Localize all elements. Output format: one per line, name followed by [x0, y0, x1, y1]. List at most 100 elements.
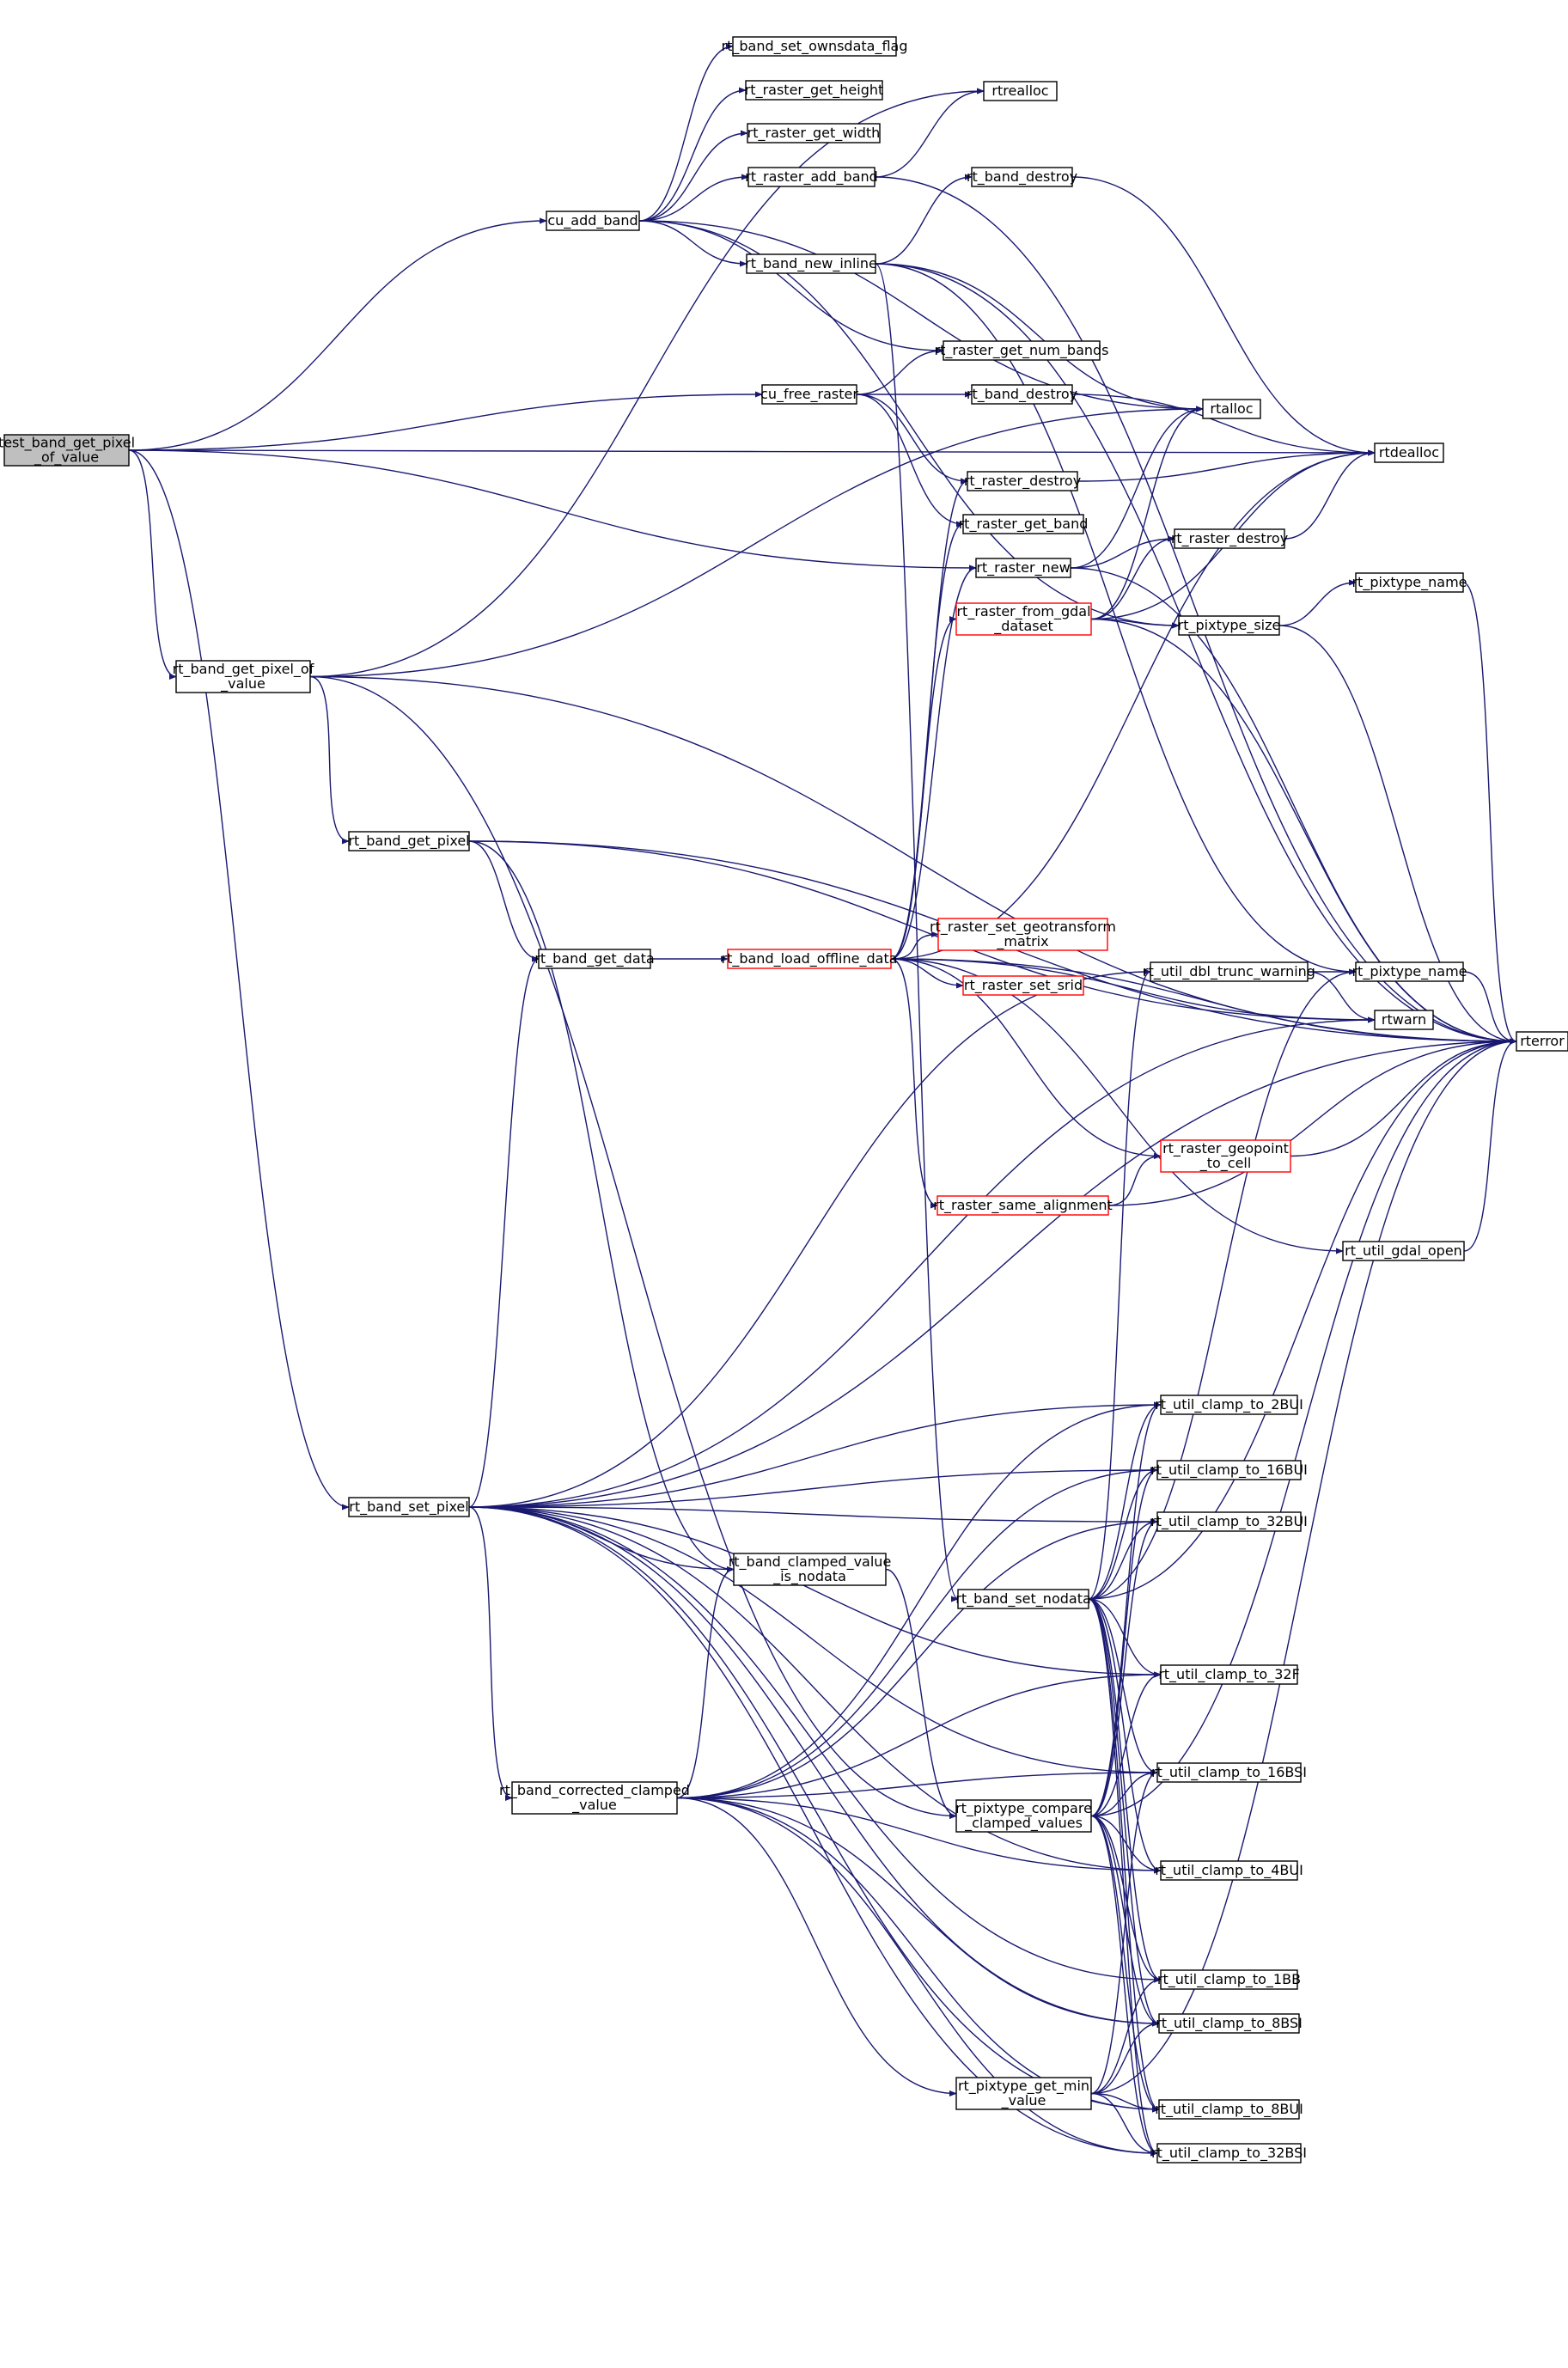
- node-box[interactable]: [1342, 1241, 1465, 1261]
- graph-node-test-band-get-pixel-of-value[interactable]: test_band_get_pixel_of_value: [0, 434, 135, 467]
- node-box[interactable]: [1178, 615, 1280, 636]
- node-box[interactable]: [733, 1553, 887, 1586]
- node-box[interactable]: [3, 434, 130, 467]
- graph-node-rt-util-clamp-to-16BSI[interactable]: rt_util_clamp_to_16BSI: [1151, 1762, 1307, 1783]
- graph-node-rt-util-dbl-trunc-warning[interactable]: rt_util_dbl_trunc_warning: [1143, 961, 1315, 982]
- node-box[interactable]: [511, 1781, 678, 1815]
- graph-node-rt-util-clamp-to-2BUI[interactable]: rt_util_clamp_to_2BUI: [1155, 1395, 1303, 1415]
- node-box[interactable]: [937, 1195, 1109, 1216]
- graph-node-rt-raster-add-band[interactable]: rt_raster_add_band: [745, 167, 878, 187]
- node-box[interactable]: [1374, 442, 1444, 463]
- node-box[interactable]: [175, 660, 311, 693]
- graph-node-rt-pixtype-get-min-value[interactable]: rt_pixtype_get_min_value: [955, 2077, 1092, 2110]
- graph-node-rt-util-clamp-to-32BUI[interactable]: rt_util_clamp_to_32BUI: [1150, 1511, 1308, 1532]
- node-box[interactable]: [727, 949, 892, 969]
- node-box[interactable]: [348, 1497, 470, 1517]
- node-box[interactable]: [1156, 1762, 1302, 1783]
- graph-node-rt-raster-get-num-bands[interactable]: rt_raster_get_num_bands: [935, 340, 1109, 361]
- node-box[interactable]: [937, 918, 1108, 951]
- node-box[interactable]: [1160, 1395, 1298, 1415]
- node-box[interactable]: [943, 340, 1101, 361]
- graph-node-rt-util-gdal-open[interactable]: rt_util_gdal_open: [1342, 1241, 1465, 1261]
- node-box[interactable]: [955, 1799, 1092, 1833]
- node-box[interactable]: [1516, 1031, 1568, 1052]
- node-box[interactable]: [1374, 1010, 1434, 1030]
- graph-node-rtrealloc[interactable]: rtrealloc: [983, 81, 1058, 101]
- graph-node-rt-band-load-offline-data[interactable]: rt_band_load_offline_data: [721, 949, 898, 969]
- node-box[interactable]: [962, 514, 1084, 534]
- node-box[interactable]: [957, 1589, 1089, 1609]
- node-box[interactable]: [955, 602, 1092, 636]
- node-box[interactable]: [1156, 1460, 1302, 1480]
- node-box[interactable]: [746, 253, 876, 274]
- node-box[interactable]: [1174, 528, 1285, 549]
- graph-node-rt-band-set-nodata[interactable]: rt_band_set_nodata: [955, 1589, 1091, 1609]
- node-box[interactable]: [1202, 399, 1261, 419]
- node-box[interactable]: [971, 384, 1073, 405]
- node-box[interactable]: [546, 211, 640, 231]
- graph-node-rt-util-clamp-to-1BB[interactable]: rt_util_clamp_to_1BB: [1157, 1969, 1301, 1990]
- graph-node-rterror[interactable]: rterror: [1516, 1031, 1568, 1052]
- graph-node-rt-raster-set-geotransform-matrix[interactable]: rt_raster_set_geotransform_matrix: [930, 918, 1116, 951]
- node-box[interactable]: [1160, 1969, 1298, 1990]
- node-box[interactable]: [1160, 1860, 1298, 1881]
- graph-node-rt-band-set-ownsdata-flag[interactable]: rt_band_set_ownsdata_flag: [722, 36, 908, 57]
- graph-node-rt-band-destroy-b[interactable]: rt_band_destroy: [967, 384, 1077, 405]
- node-box[interactable]: [962, 975, 1084, 996]
- graph-node-rt-raster-from-gdal-dataset[interactable]: rt_raster_from_gdal_dataset: [955, 602, 1092, 636]
- node-box[interactable]: [955, 2077, 1092, 2110]
- node-box[interactable]: [1160, 1664, 1298, 1685]
- graph-node-rt-pixtype-compare-clamped-values[interactable]: rt_pixtype_compare_clamped_values: [955, 1799, 1092, 1833]
- graph-node-rtwarn[interactable]: rtwarn: [1374, 1010, 1434, 1030]
- graph-node-rt-util-clamp-to-16BUI[interactable]: rt_util_clamp_to_16BUI: [1150, 1460, 1308, 1480]
- node-box[interactable]: [1355, 572, 1464, 593]
- graph-node-rt-band-set-pixel[interactable]: rt_band_set_pixel: [348, 1497, 470, 1517]
- graph-node-rtdealloc[interactable]: rtdealloc: [1374, 442, 1444, 463]
- graph-node-rt-pixtype-size[interactable]: rt_pixtype_size: [1178, 615, 1281, 636]
- node-box[interactable]: [747, 123, 881, 143]
- node-box[interactable]: [732, 36, 897, 57]
- node-box[interactable]: [747, 167, 876, 187]
- graph-node-rt-raster-destroy-a[interactable]: rt_raster_destroy: [964, 471, 1081, 491]
- graph-node-rt-band-new-inline[interactable]: rt_band_new_inline: [745, 253, 877, 274]
- graph-node-cu-add-band[interactable]: cu_add_band: [546, 211, 640, 231]
- graph-node-rtalloc[interactable]: rtalloc: [1202, 399, 1261, 419]
- graph-node-rt-raster-geopoint-to-cell[interactable]: rt_raster_geopoint_to_cell: [1160, 1139, 1291, 1173]
- graph-node-rt-band-get-pixel[interactable]: rt_band_get_pixel: [348, 831, 470, 851]
- node-box[interactable]: [745, 80, 883, 101]
- graph-node-rt-util-clamp-to-8BUI[interactable]: rt_util_clamp_to_8BUI: [1155, 2099, 1303, 2120]
- graph-node-rt-raster-get-band[interactable]: rt_raster_get_band: [959, 514, 1089, 534]
- graph-node-rt-raster-destroy-b[interactable]: rt_raster_destroy: [1171, 528, 1288, 549]
- graph-node-rt-raster-same-alignment[interactable]: rt_raster_same_alignment: [933, 1195, 1113, 1216]
- node-box[interactable]: [967, 471, 1078, 491]
- node-box[interactable]: [348, 831, 470, 851]
- node-box[interactable]: [983, 81, 1058, 101]
- node-box[interactable]: [1150, 961, 1309, 982]
- graph-node-rt-band-corrected-clamped-value[interactable]: rt_band_corrected_clamped_value: [499, 1781, 690, 1815]
- graph-node-rt-util-clamp-to-8BSI[interactable]: rt_util_clamp_to_8BSI: [1156, 2013, 1303, 2034]
- graph-node-rt-util-clamp-to-32F[interactable]: rt_util_clamp_to_32F: [1158, 1664, 1300, 1685]
- node-box[interactable]: [761, 384, 857, 405]
- graph-node-rt-band-clamped-value-is-nodata[interactable]: rt_band_clamped_value_is_nodata: [729, 1553, 892, 1586]
- node-box[interactable]: [975, 558, 1071, 578]
- graph-node-rt-band-get-data[interactable]: rt_band_get_data: [534, 949, 655, 969]
- node-box[interactable]: [971, 167, 1073, 187]
- graph-node-rt-raster-get-height[interactable]: rt_raster_get_height: [745, 80, 884, 101]
- graph-node-rt-raster-set-srid[interactable]: rt_raster_set_srid: [962, 975, 1084, 996]
- graph-node-rt-raster-new[interactable]: rt_raster_new: [975, 558, 1071, 578]
- graph-node-rt-pixtype-name-a[interactable]: rt_pixtype_name: [1351, 572, 1467, 593]
- graph-node-rt-util-clamp-to-32BSI[interactable]: rt_util_clamp_to_32BSI: [1151, 2143, 1307, 2164]
- graph-node-rt-band-destroy-a[interactable]: rt_band_destroy: [967, 167, 1077, 187]
- graph-node-rt-util-clamp-to-4BUI[interactable]: rt_util_clamp_to_4BUI: [1155, 1860, 1303, 1881]
- node-box[interactable]: [1158, 2099, 1300, 2120]
- node-box[interactable]: [1355, 961, 1464, 982]
- node-box[interactable]: [1160, 1139, 1291, 1173]
- node-box[interactable]: [1158, 2013, 1300, 2034]
- graph-node-cu-free-raster[interactable]: cu_free_raster: [760, 384, 858, 405]
- graph-node-rt-pixtype-name-b[interactable]: rt_pixtype_name: [1351, 961, 1467, 982]
- graph-node-rt-raster-get-width[interactable]: rt_raster_get_width: [747, 123, 881, 143]
- node-box[interactable]: [538, 949, 651, 969]
- node-box[interactable]: [1156, 2143, 1302, 2164]
- node-box[interactable]: [1156, 1511, 1302, 1532]
- graph-node-rt-band-get-pixel-of-value[interactable]: rt_band_get_pixel_of_value: [173, 660, 314, 693]
